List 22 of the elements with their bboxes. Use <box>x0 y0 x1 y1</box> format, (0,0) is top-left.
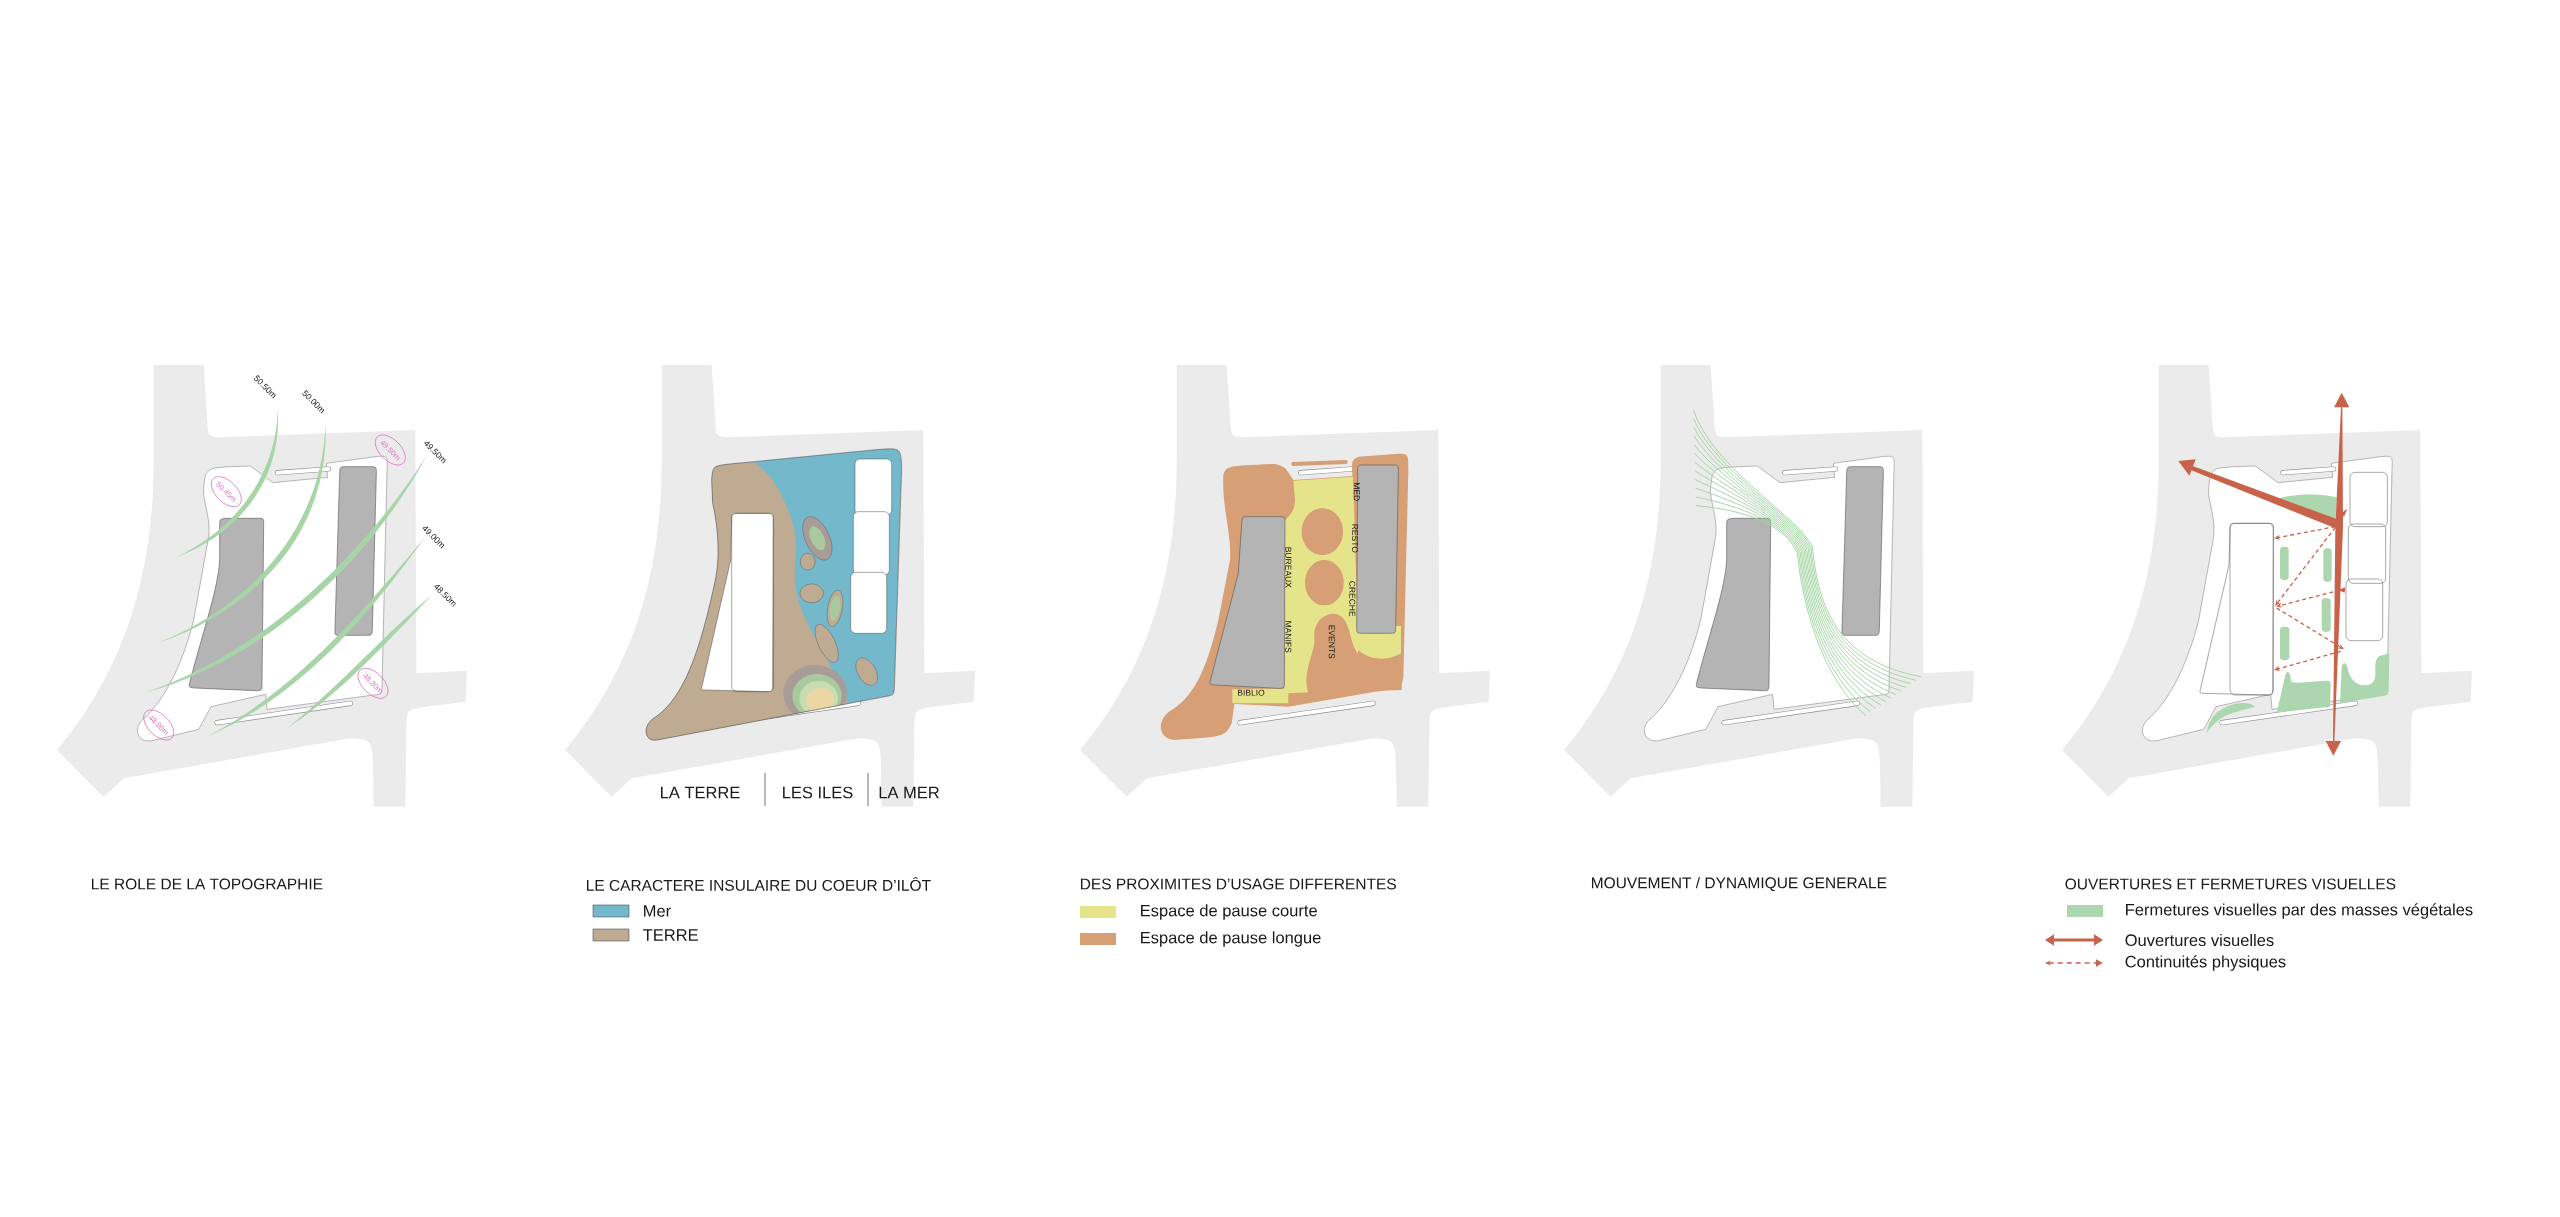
panel-caption: OUVERTURES ET FERMETURES VISUELLES <box>2065 878 2396 890</box>
legend-label: Fermetures visuelles par des masses végétales <box>2126 903 2473 919</box>
legend-label: Continuités physiques <box>2125 955 2286 971</box>
legend-label: Espace de pause courte <box>1141 904 1317 920</box>
panel-caption: LE ROLE DE LA TOPOGRAPHIE <box>92 878 323 890</box>
legend-label: Espace de pause longue <box>1141 931 1321 947</box>
panel-caption: LE CARACTERE INSULAIRE DU COEUR D’ILÔT <box>587 877 931 891</box>
legend-label: Ouvertures visuelles <box>2125 933 2274 947</box>
panel-caption: DES PROXIMITES D’USAGE DIFFERENTES <box>1081 878 1396 890</box>
zone-label: LES ILES <box>783 786 853 799</box>
panel-caption: MOUVEMENT / DYNAMIQUE GENERALE <box>1592 876 1887 892</box>
usage-label: MED <box>1353 482 1360 501</box>
usage-label: CRECHE <box>1349 581 1356 617</box>
usage-label: RESTO <box>1352 524 1358 553</box>
usage-label: BUREAUX <box>1285 547 1292 588</box>
usage-label: BIBLIO <box>1238 689 1265 696</box>
usage-label: MANIFS <box>1285 621 1292 653</box>
legend-label: TERRE <box>643 929 698 941</box>
zone-label: LA MER <box>879 786 939 799</box>
legend-label: Mer <box>644 905 671 917</box>
usage-label: EVENTS <box>1328 625 1335 659</box>
zone-label: LA TERRE <box>661 786 740 799</box>
